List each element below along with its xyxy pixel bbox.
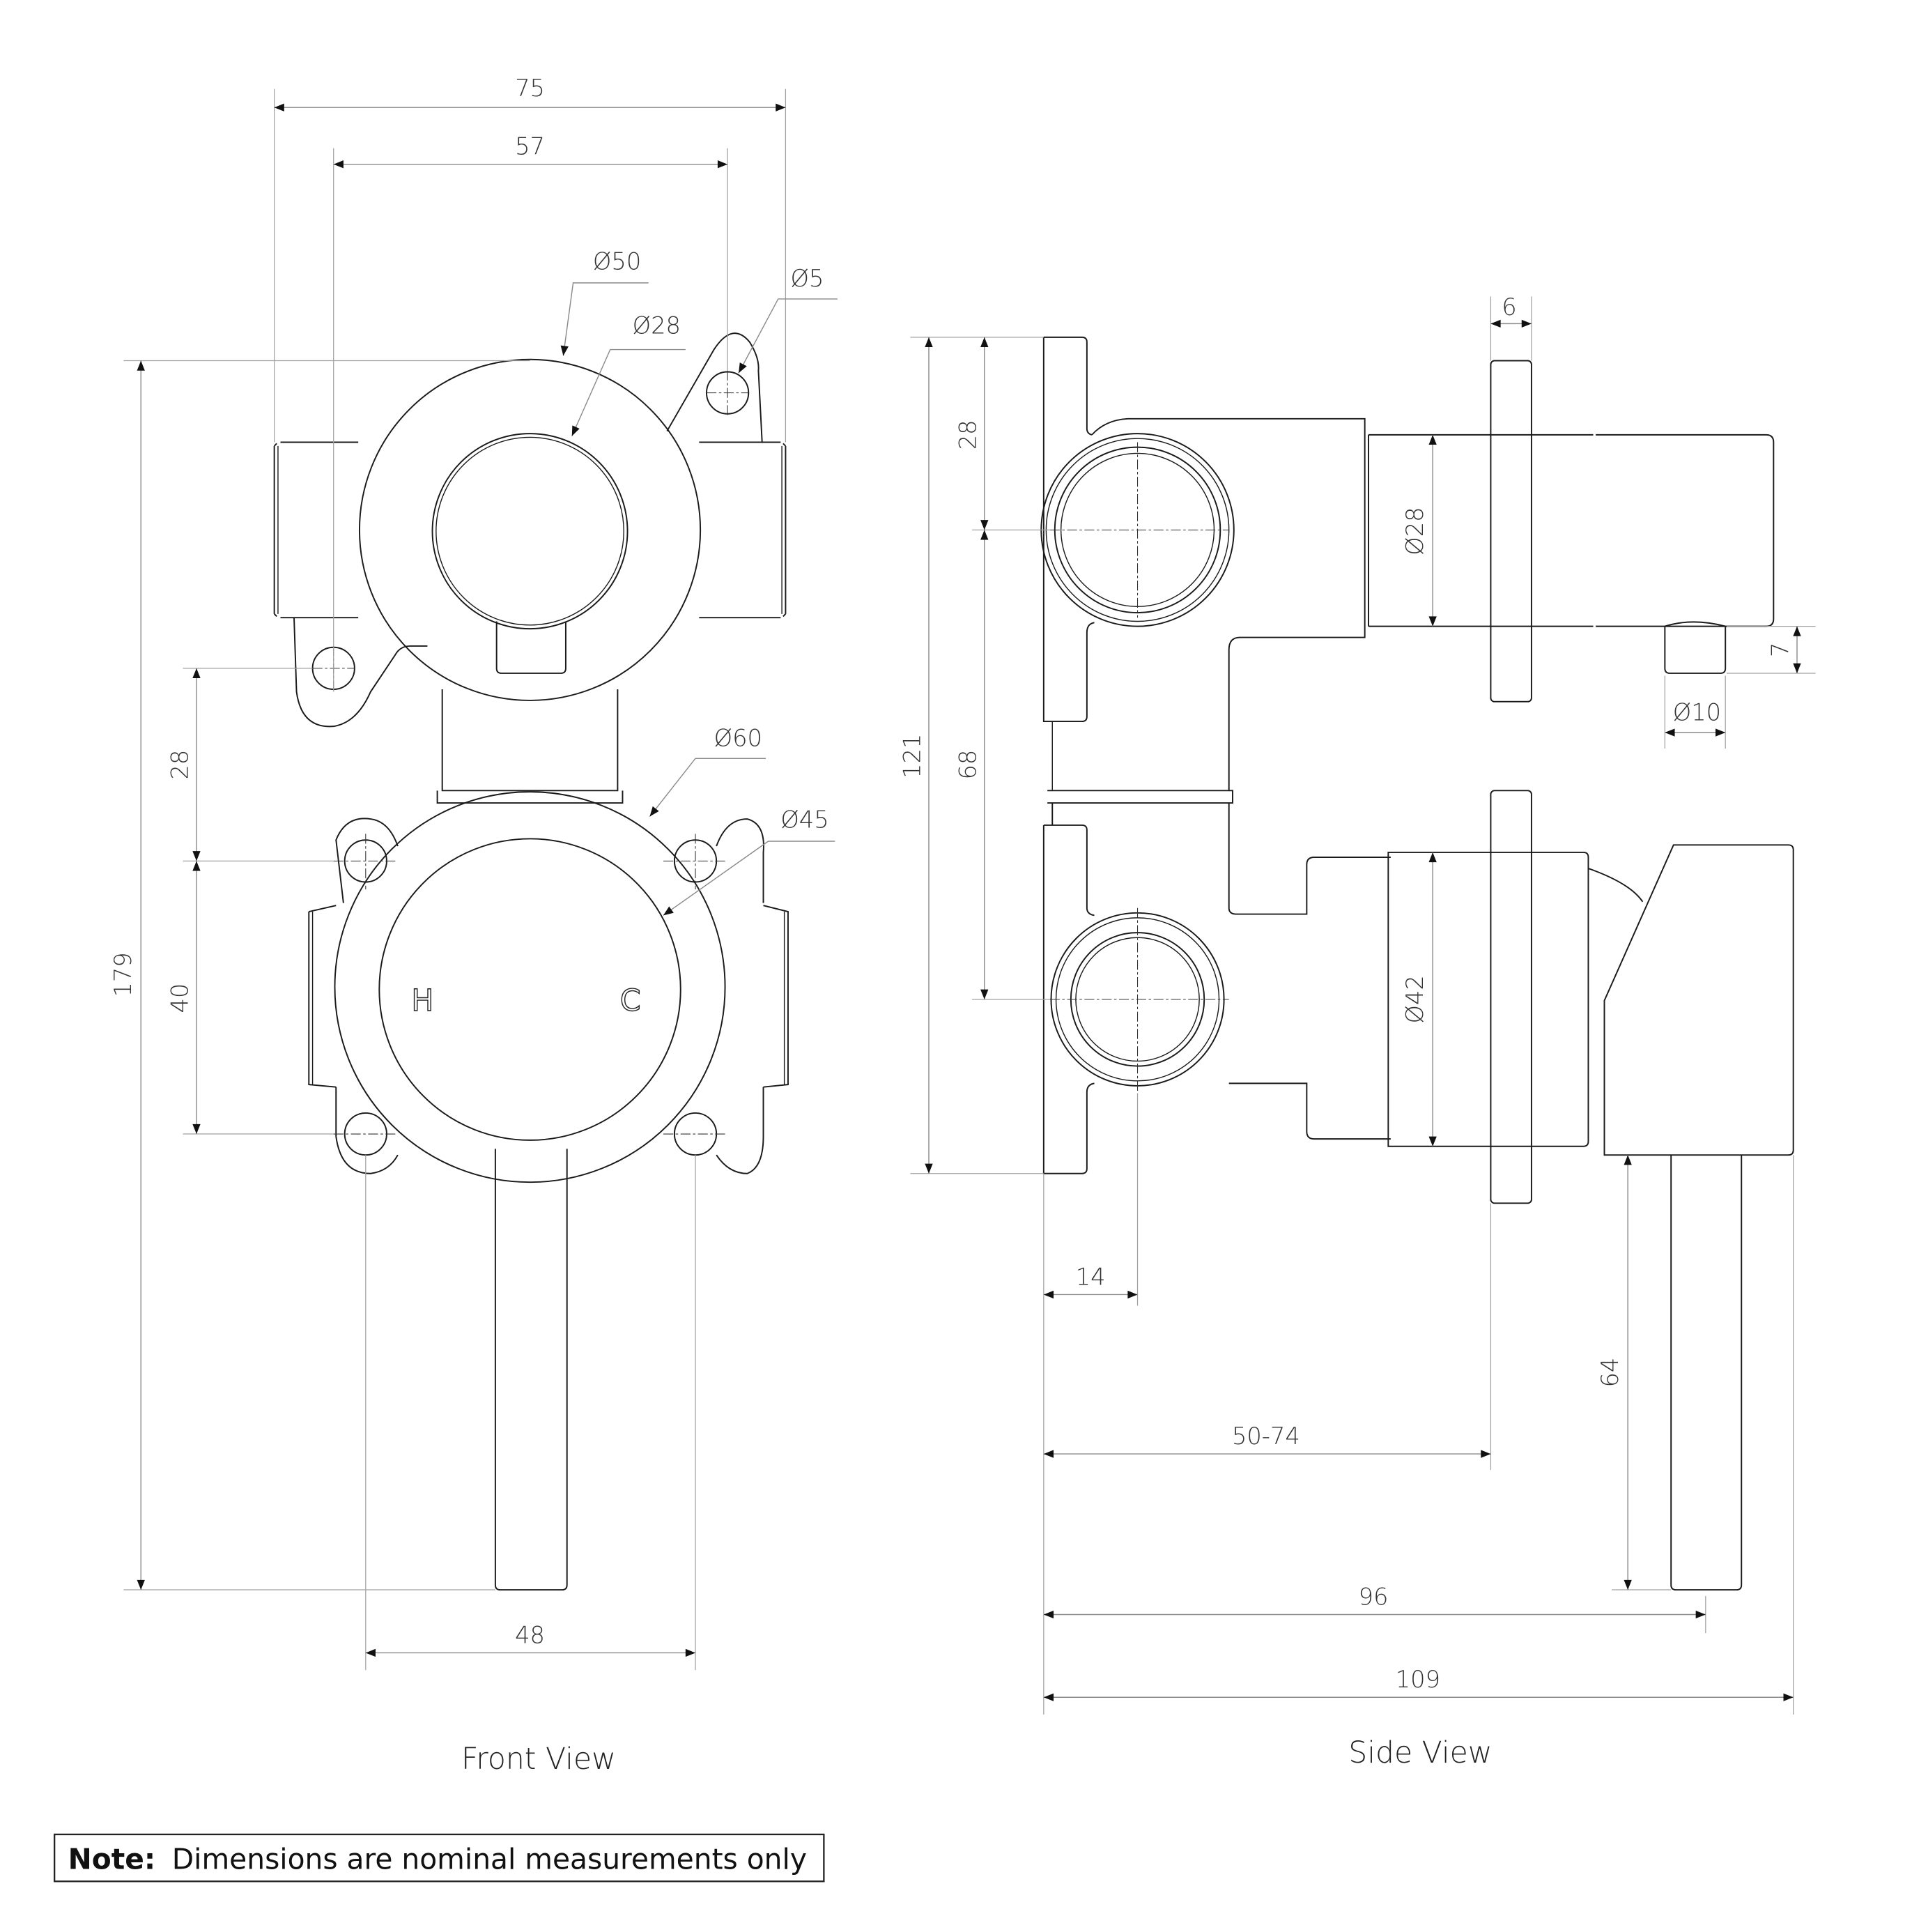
side-upper-body xyxy=(1040,336,1775,804)
dim-50-74: 50-74 xyxy=(1232,1423,1300,1450)
dim-14: 14 xyxy=(1076,1263,1106,1290)
dim-dia-42: Ø42 xyxy=(1401,975,1428,1023)
side-dimensions: 6 Ø28 7 Ø10 121 28 68 Ø42 xyxy=(899,293,1816,1715)
front-view: H C 75 xyxy=(109,75,838,1777)
dim-dia-10: Ø10 xyxy=(1673,698,1721,726)
mounting-holes xyxy=(333,834,728,1156)
note-box: Note: Dimensions are nominal measurement… xyxy=(54,1833,825,1883)
dim-dia-5: Ø5 xyxy=(791,265,824,292)
dim-40: 40 xyxy=(167,983,194,1013)
dim-48: 48 xyxy=(515,1621,545,1648)
cold-marking: C xyxy=(620,984,641,1018)
dim-dia-50: Ø50 xyxy=(593,247,641,275)
dim-7: 7 xyxy=(1767,643,1794,657)
dim-dia-28-side: Ø28 xyxy=(1401,507,1428,555)
front-dimensions: 75 57 Ø50 Ø28 Ø5 Ø60 Ø45 179 28 xyxy=(109,75,838,1671)
dim-57: 57 xyxy=(515,133,545,160)
dim-75: 75 xyxy=(515,75,545,102)
dim-96: 96 xyxy=(1359,1583,1389,1610)
note-text: Dimensions are nominal measurements only xyxy=(172,1843,807,1876)
side-view: 6 Ø28 7 Ø10 121 28 68 Ø42 xyxy=(899,293,1816,1770)
dim-28-side: 28 xyxy=(954,420,981,450)
dim-68: 68 xyxy=(954,750,981,780)
dim-121: 121 xyxy=(899,734,926,779)
dim-109: 109 xyxy=(1396,1666,1440,1693)
dim-dia-28-front: Ø28 xyxy=(633,312,681,339)
dim-28-front: 28 xyxy=(167,750,194,780)
dim-dia-45: Ø45 xyxy=(780,806,828,833)
side-lower-body xyxy=(1042,790,1794,1591)
front-upper-body xyxy=(273,332,787,804)
dim-dia-60: Ø60 xyxy=(714,725,762,752)
note-label: Note: xyxy=(68,1843,156,1876)
front-lower-body: H C xyxy=(308,791,789,1591)
dim-64: 64 xyxy=(1596,1358,1624,1388)
side-view-title: Side View xyxy=(1348,1736,1492,1770)
hot-marking: H xyxy=(411,984,433,1018)
front-view-title: Front View xyxy=(461,1742,616,1777)
svg-text:Note: Dimensions are nom: Note: Dimensions are nominal measurement… xyxy=(68,1843,807,1876)
dim-179: 179 xyxy=(109,952,137,997)
dim-6: 6 xyxy=(1502,293,1516,321)
